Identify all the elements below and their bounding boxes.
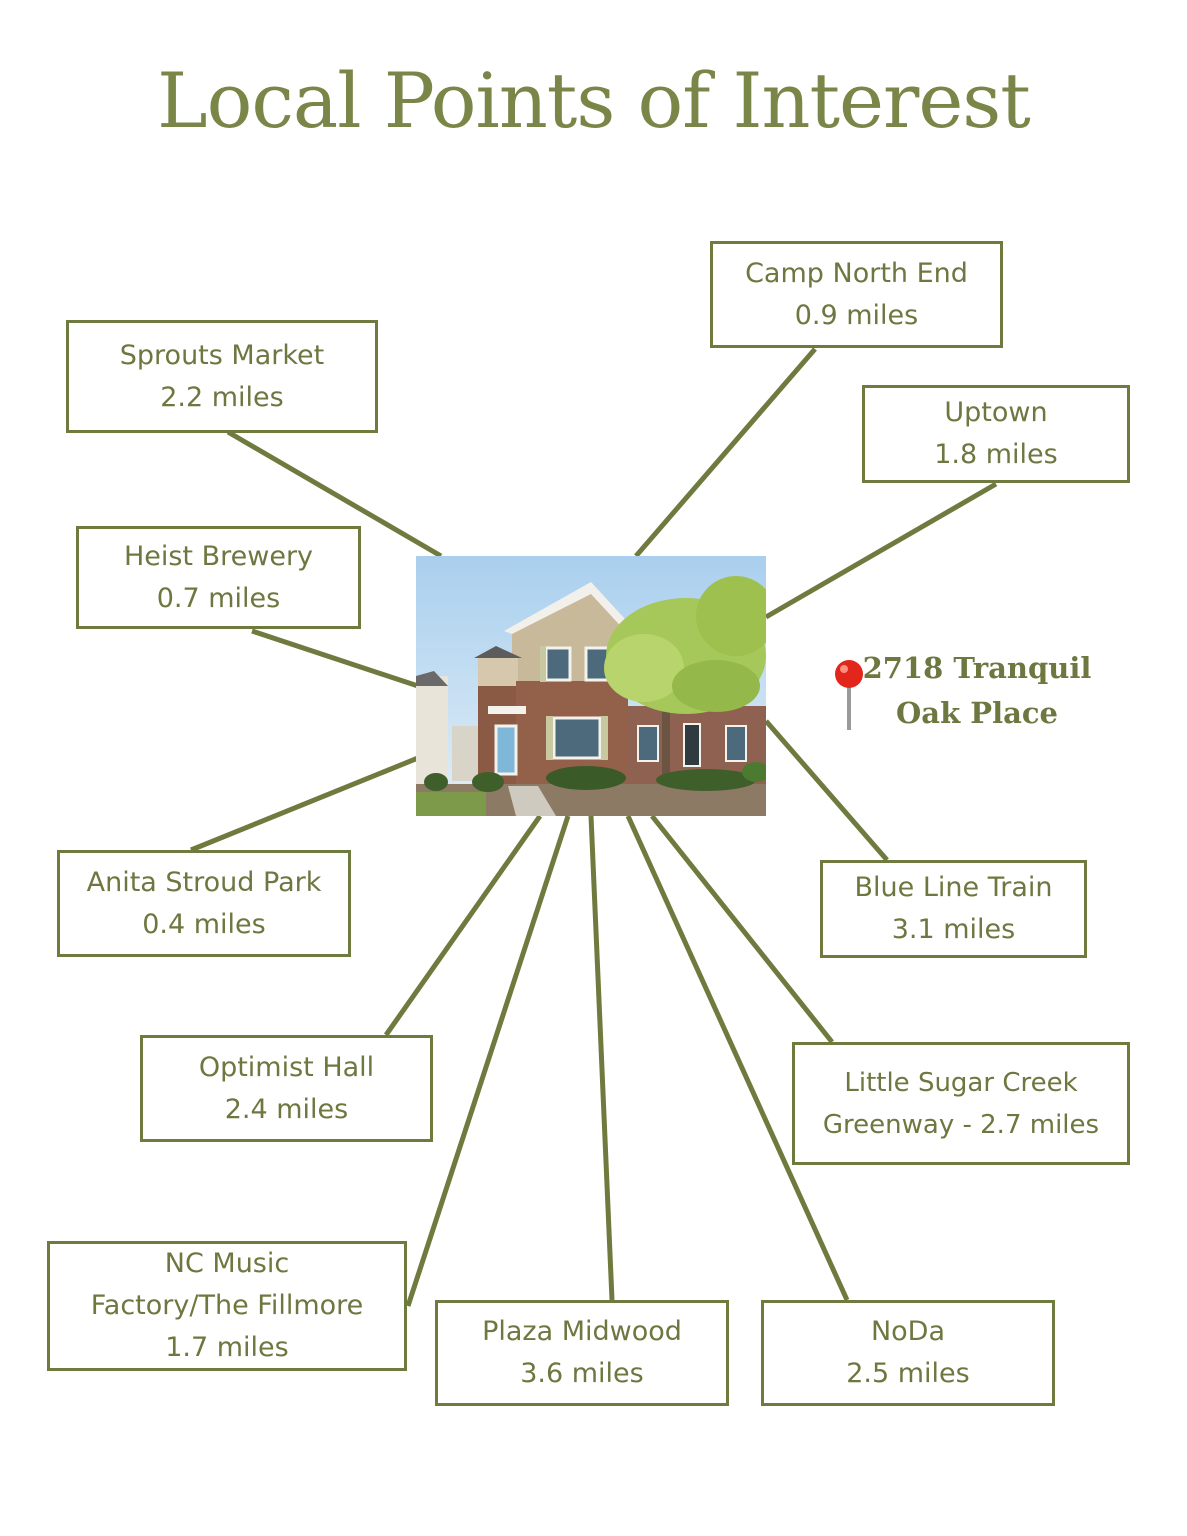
connector-nc-music-factory bbox=[405, 815, 571, 1307]
poi-blue-line-train: Blue Line Train 3.1 miles bbox=[820, 860, 1087, 958]
poi-heist-brewery: Heist Brewery 0.7 miles bbox=[76, 526, 361, 629]
poi-distance: 2.2 miles bbox=[160, 381, 284, 413]
connector-anita-stroud-park bbox=[190, 755, 419, 853]
connector-camp-north-end bbox=[634, 347, 817, 558]
poi-uptown: Uptown 1.8 miles bbox=[862, 385, 1130, 483]
poi-distance: 0.4 miles bbox=[142, 908, 266, 940]
poi-name: Anita Stroud Park bbox=[86, 866, 322, 898]
connector-blue-line-train bbox=[764, 719, 889, 862]
poi-name: Plaza Midwood bbox=[482, 1316, 682, 1347]
poi-name: Heist Brewery bbox=[123, 540, 314, 572]
poi-name: Sprouts Market bbox=[119, 339, 325, 371]
poi-distance: 0.9 miles bbox=[794, 299, 919, 331]
connector-little-sugar-creek bbox=[650, 814, 834, 1044]
poi-name: Uptown bbox=[944, 397, 1048, 428]
poi-distance: 1.7 miles bbox=[165, 1332, 289, 1363]
poi-distance: 1.8 miles bbox=[934, 439, 1058, 470]
poi-name: Blue Line Train bbox=[854, 872, 1053, 903]
poi-distance: 2.5 miles bbox=[846, 1358, 970, 1389]
house-photo bbox=[416, 556, 766, 816]
poi-distance: 0.7 miles bbox=[156, 582, 281, 614]
map-pin-icon bbox=[835, 660, 863, 730]
address-line-2: Oak Place bbox=[896, 696, 1058, 730]
poi-distance: Greenway - 2.7 miles bbox=[822, 1109, 1100, 1140]
poi-anita-stroud-park: Anita Stroud Park 0.4 miles bbox=[57, 850, 351, 957]
poi-plaza-midwood: Plaza Midwood 3.6 miles bbox=[435, 1300, 729, 1406]
poi-name: Camp North End bbox=[745, 257, 968, 289]
poi-sprouts-market: Sprouts Market 2.2 miles bbox=[66, 320, 378, 433]
connector-uptown bbox=[764, 481, 998, 620]
poi-distance: 3.1 miles bbox=[891, 914, 1016, 945]
connector-sprouts-market bbox=[226, 429, 443, 559]
poi-distance: 2.4 miles bbox=[224, 1093, 349, 1125]
poi-little-sugar-creek: Little Sugar Creek Greenway - 2.7 miles bbox=[792, 1042, 1130, 1165]
poi-distance: 3.6 miles bbox=[520, 1358, 644, 1389]
poi-name-line-2: Factory/The Fillmore bbox=[90, 1290, 364, 1321]
poi-name-line-1: NC Music bbox=[164, 1248, 290, 1279]
connector-plaza-midwood bbox=[588, 815, 615, 1301]
connector-heist-brewery bbox=[251, 628, 419, 689]
connector-noda bbox=[625, 814, 850, 1302]
property-address: 2718 Tranquil Oak Place bbox=[832, 646, 1132, 736]
poi-name: Optimist Hall bbox=[198, 1051, 375, 1083]
poi-camp-north-end: Camp North End 0.9 miles bbox=[710, 241, 1003, 348]
page-title: Local Points of Interest bbox=[157, 56, 1031, 145]
poi-noda: NoDa 2.5 miles bbox=[761, 1300, 1055, 1406]
poi-nc-music-factory: NC Music Factory/The Fillmore 1.7 miles bbox=[47, 1241, 407, 1371]
address-line-1: 2718 Tranquil bbox=[862, 651, 1092, 685]
connector-optimist-hall bbox=[383, 814, 543, 1037]
poi-name: Little Sugar Creek bbox=[844, 1067, 1078, 1098]
poi-optimist-hall: Optimist Hall 2.4 miles bbox=[140, 1035, 433, 1142]
poi-name: NoDa bbox=[870, 1316, 946, 1347]
